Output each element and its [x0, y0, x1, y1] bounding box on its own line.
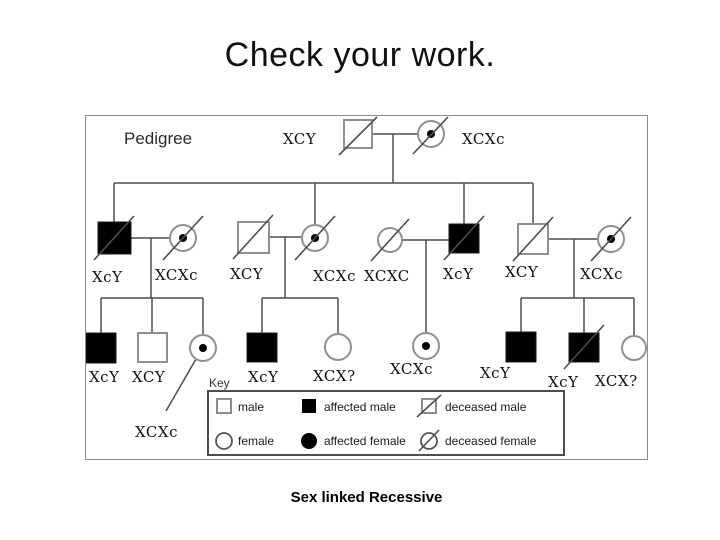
- gen2-person-1-symbol: [93, 215, 135, 261]
- deceased-slash-icon: [443, 215, 485, 261]
- genotype-label: XCXc: [313, 267, 356, 285]
- key-title: Key: [209, 376, 230, 390]
- genotype-label: XCY: [283, 130, 317, 148]
- affected-male-symbol: [505, 331, 537, 363]
- gen2-person-8-symbol: [590, 216, 632, 262]
- affected-male-symbol: [246, 332, 278, 363]
- gen2-person-3-symbol: [232, 214, 274, 260]
- gen3-person-3-symbol: [189, 334, 217, 362]
- deceased-slash-icon: [416, 394, 442, 418]
- deceased-slash-icon: [370, 218, 410, 262]
- affected-male-symbol: [86, 332, 117, 364]
- genotype-label: XCXc: [155, 266, 198, 284]
- deceased-slash-icon: [590, 216, 632, 262]
- gen2-person-7-symbol: [512, 216, 554, 262]
- gen2-person-6-symbol: [443, 215, 485, 261]
- affected-female-symbol-icon: [301, 433, 317, 449]
- deceased-slash-icon: [512, 216, 554, 262]
- key-item-label: deceased female: [445, 434, 537, 448]
- gen2-person-5-symbol: [370, 218, 410, 262]
- genotype-label: XCY: [132, 368, 166, 386]
- gen3-person-8-symbol: [563, 324, 605, 370]
- genotype-label: XcY: [89, 368, 120, 386]
- genotype-label: XcY: [548, 373, 579, 391]
- affected-male-symbol-icon: [302, 399, 316, 413]
- male-symbol: [343, 119, 373, 149]
- deceased-slash-icon: [93, 215, 135, 261]
- genotype-label: XCX?: [313, 367, 356, 385]
- key-item-label: male: [238, 400, 264, 414]
- female-symbol: [324, 333, 352, 361]
- deceased-slash-icon: [338, 116, 378, 156]
- callout-line: [165, 358, 197, 412]
- pedigree-connector-lines: [100, 133, 635, 412]
- male-symbol-icon: [216, 398, 232, 414]
- gen1-mother-symbol: [412, 116, 449, 155]
- genotype-label: XcY: [248, 368, 279, 386]
- deceased-slash-icon: [412, 116, 449, 155]
- deceased-slash-icon: [232, 214, 274, 260]
- gen2-person-2-symbol: [162, 215, 204, 261]
- gen3-person-4-symbol: [246, 332, 278, 363]
- carrier-dot-icon: [199, 344, 207, 352]
- key-item-label: affected male: [324, 400, 396, 414]
- pedigree-key: Key male affected male deceased male fem…: [207, 376, 565, 456]
- pedigree-diagram: Pedigree: [86, 116, 647, 456]
- key-item-label: affected female: [324, 434, 406, 448]
- slide-title: Check your work.: [224, 36, 496, 74]
- gen3-person-2-symbol: [137, 332, 168, 363]
- carrier-dot-icon: [422, 342, 430, 350]
- gen3-person-1-symbol: [86, 332, 117, 364]
- genotype-label: XCX?: [595, 372, 638, 390]
- pedigree-heading: Pedigree: [124, 129, 192, 148]
- deceased-slash-icon: [294, 215, 336, 261]
- female-symbol-icon: [215, 432, 233, 450]
- deceased-slash-icon: [418, 429, 440, 452]
- genotype-label: XCXC: [364, 267, 410, 285]
- gen2-person-4-symbol: [294, 215, 336, 261]
- deceased-slash-icon: [563, 324, 605, 370]
- female-symbol: [621, 335, 647, 361]
- genotype-label: XCXc: [135, 423, 178, 441]
- genotype-label: XCXc: [462, 130, 505, 148]
- key-item-label: female: [238, 434, 274, 448]
- deceased-slash-icon: [162, 215, 204, 261]
- gen3-person-5-symbol: [324, 333, 352, 361]
- gen1-father-symbol: [338, 116, 378, 156]
- genotype-label: XCY: [505, 263, 539, 281]
- slide-caption: Sex linked Recessive: [290, 489, 443, 506]
- genotype-label: XCY: [230, 265, 264, 283]
- male-symbol: [137, 332, 168, 363]
- genotype-label: XcY: [92, 268, 123, 286]
- genotype-label: XcY: [443, 265, 474, 283]
- gen3-person-9-symbol: [621, 335, 647, 361]
- genotype-label: XcY: [480, 364, 511, 382]
- key-item-label: deceased male: [445, 400, 527, 414]
- gen3-person-7-symbol: [505, 331, 537, 363]
- pedigree-image: Pedigree: [85, 115, 648, 460]
- gen3-person-6-symbol: [412, 332, 440, 360]
- genotype-label: XCXc: [580, 265, 623, 283]
- genotype-label: XCXc: [390, 360, 433, 378]
- key-box: [207, 390, 565, 456]
